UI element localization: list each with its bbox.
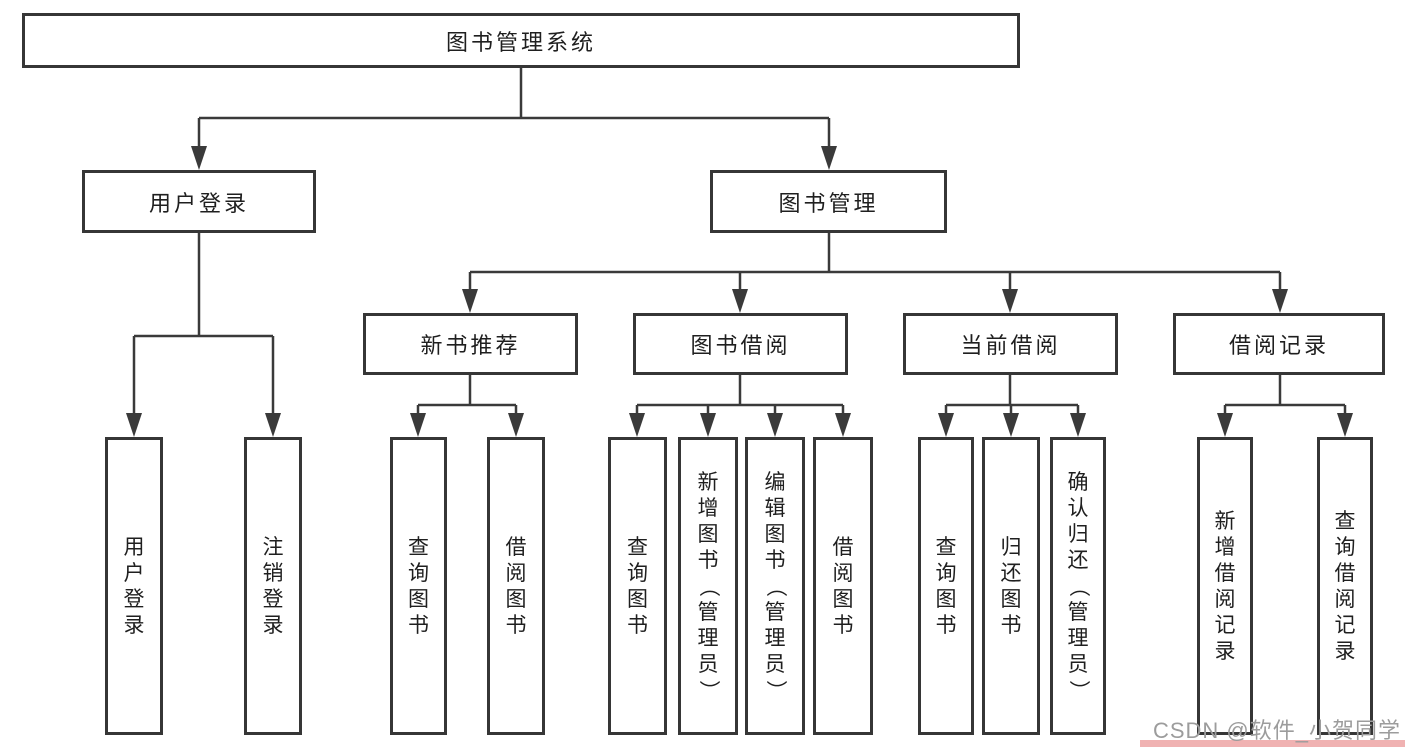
connector-book-mgmt bbox=[468, 233, 1282, 289]
arrowheads-book-borrow bbox=[629, 413, 851, 437]
leaf-records-query-record: 查询借阅记录 bbox=[1317, 437, 1373, 735]
leaf-borrowing-borrow-books-label: 借阅图书 bbox=[832, 535, 854, 637]
connector-new-books bbox=[416, 375, 518, 413]
leaf-current-confirm-return-admin-label: 确认归还（管理员） bbox=[1066, 470, 1090, 701]
arrowheads-user-login bbox=[126, 413, 281, 437]
node-current-borrowing: 当前借阅 bbox=[903, 313, 1118, 375]
arrowheads-current-borrow bbox=[938, 413, 1086, 437]
leaf-user-login: 用户登录 bbox=[105, 437, 163, 735]
node-new-book-recommend: 新书推荐 bbox=[363, 313, 578, 375]
arrowheads-new-books bbox=[410, 413, 524, 437]
node-book-borrowing: 图书借阅 bbox=[633, 313, 848, 375]
leaf-records-add-record: 新增借阅记录 bbox=[1197, 437, 1253, 735]
leaf-borrowing-add-books-admin-label: 新增图书（管理员） bbox=[696, 470, 720, 701]
node-book-borrowing-label: 图书借阅 bbox=[690, 333, 791, 358]
leaf-borrowing-borrow-books: 借阅图书 bbox=[813, 437, 873, 735]
node-root-label: 图书管理系统 bbox=[445, 29, 596, 55]
connector-user-login bbox=[132, 233, 275, 413]
node-root-library-system: 图书管理系统 bbox=[22, 13, 1020, 68]
leaf-borrowing-edit-books-admin-label: 编辑图书（管理员） bbox=[763, 470, 787, 701]
leaf-current-query-books-label: 查询图书 bbox=[935, 535, 957, 637]
arrowheads-level2 bbox=[191, 146, 837, 170]
leaf-current-return-books-label: 归还图书 bbox=[1000, 535, 1022, 637]
leaf-records-query-record-label: 查询借阅记录 bbox=[1334, 509, 1356, 663]
csdn-watermark-bar bbox=[1140, 740, 1405, 747]
node-new-book-recommend-label: 新书推荐 bbox=[420, 333, 521, 358]
leaf-current-return-books: 归还图书 bbox=[982, 437, 1040, 735]
leaf-newbooks-query-books-label: 查询图书 bbox=[408, 535, 429, 637]
connector-current-borrow bbox=[944, 375, 1080, 413]
connector-borrow-records bbox=[1223, 375, 1347, 413]
node-user-login: 用户登录 bbox=[82, 170, 316, 233]
leaf-logout: 注销登录 bbox=[244, 437, 302, 735]
leaf-current-confirm-return-admin: 确认归还（管理员） bbox=[1050, 437, 1106, 735]
connector-book-borrow bbox=[635, 375, 845, 413]
csdn-watermark-text: CSDN @软件_小贺同学 bbox=[1152, 718, 1401, 743]
arrowheads-borrow-records bbox=[1217, 413, 1353, 437]
leaf-newbooks-query-books: 查询图书 bbox=[390, 437, 447, 735]
leaf-logout-label: 注销登录 bbox=[262, 535, 284, 637]
leaf-current-query-books: 查询图书 bbox=[918, 437, 974, 735]
arrowheads-level3 bbox=[462, 289, 1288, 313]
leaf-records-add-record-label: 新增借阅记录 bbox=[1214, 509, 1236, 663]
leaf-borrowing-edit-books-admin: 编辑图书（管理员） bbox=[745, 437, 805, 735]
connector-root-to-level2 bbox=[197, 68, 831, 146]
leaf-borrowing-add-books-admin: 新增图书（管理员） bbox=[678, 437, 738, 735]
node-book-management: 图书管理 bbox=[710, 170, 947, 233]
leaf-newbooks-borrow-books-label: 借阅图书 bbox=[505, 535, 527, 637]
node-book-management-label: 图书管理 bbox=[778, 190, 879, 216]
leaf-newbooks-borrow-books: 借阅图书 bbox=[487, 437, 545, 735]
node-borrowing-records: 借阅记录 bbox=[1173, 313, 1385, 375]
node-borrowing-records-label: 借阅记录 bbox=[1228, 333, 1329, 358]
node-user-login-label: 用户登录 bbox=[148, 190, 249, 216]
leaf-borrowing-query-books-label: 查询图书 bbox=[627, 535, 648, 637]
node-current-borrowing-label: 当前借阅 bbox=[960, 333, 1061, 358]
leaf-user-login-label: 用户登录 bbox=[123, 535, 145, 637]
leaf-borrowing-query-books: 查询图书 bbox=[608, 437, 667, 735]
